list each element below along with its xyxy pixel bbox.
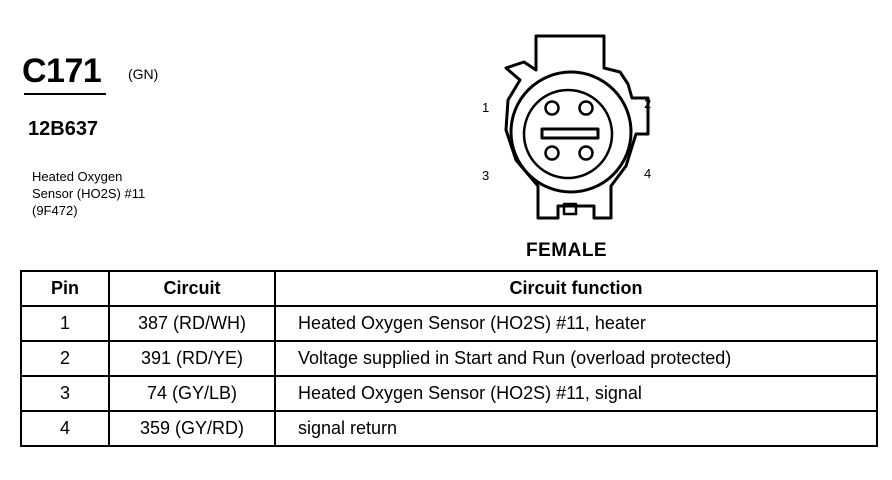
cell-circuit-function: Voltage supplied in Start and Run (overl…	[274, 340, 878, 377]
connector-shell	[504, 34, 650, 220]
table-row: 1 387 (RD/WH) Heated Oxygen Sensor (HO2S…	[20, 305, 878, 342]
cell-pin: 3	[20, 375, 110, 412]
pin-table: Pin Circuit Circuit function 1 387 (RD/W…	[20, 270, 878, 447]
header-pin: Pin	[20, 270, 110, 307]
cell-circuit-function: Heated Oxygen Sensor (HO2S) #11, signal	[274, 375, 878, 412]
header-circuit: Circuit	[108, 270, 276, 307]
pin-label-4: 4	[644, 166, 651, 181]
connector-center-bar	[540, 127, 600, 140]
connector-color: (GN)	[128, 66, 159, 82]
pin-label-2: 2	[644, 96, 651, 111]
description-line: Heated Oxygen	[32, 169, 123, 184]
cell-circuit: 391 (RD/YE)	[108, 340, 276, 377]
connector-face-drawing: 1 2 3 4	[482, 34, 651, 220]
pin-hole-4	[578, 145, 594, 161]
cell-pin: 4	[20, 410, 110, 447]
pin-label-1: 1	[482, 100, 489, 115]
pin-hole-1	[544, 100, 560, 116]
pin-hole-2	[578, 100, 594, 116]
connector-inner-ring	[509, 70, 633, 194]
cell-circuit: 74 (GY/LB)	[108, 375, 276, 412]
table-header-row: Pin Circuit Circuit function	[20, 270, 878, 307]
connector-latch	[562, 202, 578, 216]
description-line: Sensor (HO2S) #11	[32, 186, 146, 201]
pin-hole-3	[544, 145, 560, 161]
table-row: 3 74 (GY/LB) Heated Oxygen Sensor (HO2S)…	[20, 375, 878, 412]
cell-circuit: 359 (GY/RD)	[108, 410, 276, 447]
cell-pin: 2	[20, 340, 110, 377]
header-circuit-function: Circuit function	[274, 270, 878, 307]
cell-pin: 1	[20, 305, 110, 342]
pin-label-3: 3	[482, 168, 489, 183]
connector-code: C171	[22, 52, 102, 90]
description-line: (9F472)	[32, 203, 78, 218]
cell-circuit-function: Heated Oxygen Sensor (HO2S) #11, heater	[274, 305, 878, 342]
connector-gender-label: FEMALE	[526, 240, 608, 261]
table-row: 4 359 (GY/RD) signal return	[20, 410, 878, 447]
part-number: 12B637	[28, 118, 99, 140]
table-row: 2 391 (RD/YE) Voltage supplied in Start …	[20, 340, 878, 377]
cell-circuit-function: signal return	[274, 410, 878, 447]
cell-circuit: 387 (RD/WH)	[108, 305, 276, 342]
connector-pin-cavity	[522, 88, 614, 180]
connector-code-underline	[24, 93, 106, 95]
